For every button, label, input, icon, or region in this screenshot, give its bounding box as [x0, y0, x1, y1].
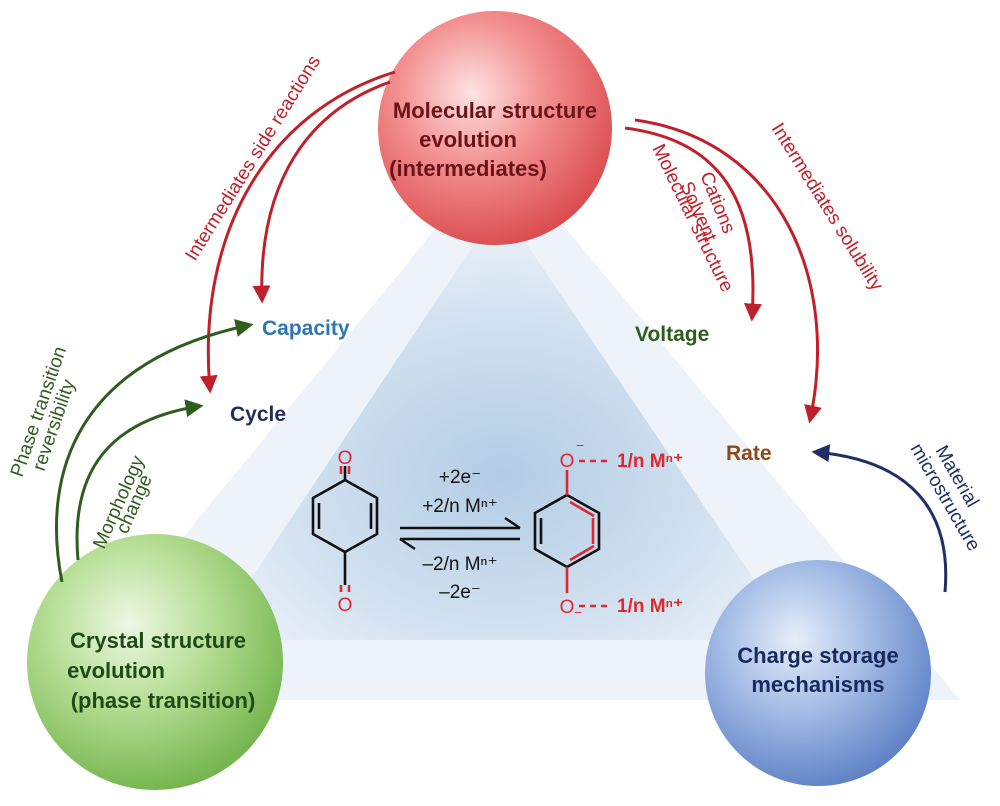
arrow-side-reactions-to-capacity [252, 80, 391, 304]
forward-cations: +2/n Mⁿ⁺ [422, 496, 498, 517]
crystal-label-line-1: Crystal structure [70, 628, 246, 653]
arrow-material-to-rate [811, 444, 948, 593]
ion-top: 1/n Mⁿ⁺ [617, 451, 683, 472]
charge-storage-node [705, 560, 931, 786]
crystal-structure-node [27, 534, 283, 790]
ion-bottom: 1/n Mⁿ⁺ [617, 596, 683, 617]
reverse-electrons: –2e⁻ [439, 582, 481, 603]
molecular-structure-node [378, 11, 612, 245]
side-reactions-label: Intermediates side reactions [181, 52, 325, 265]
arrow-side-reactions-to-cycle [199, 70, 396, 394]
reduced-ring [533, 470, 601, 593]
reduced-charge-bottom: − [574, 604, 582, 620]
voltage-label: Voltage [635, 323, 709, 346]
arrow-solubility-to-rate [634, 118, 822, 424]
cycle-label: Cycle [230, 403, 286, 426]
benzoquinone-oxygen-top: O [338, 448, 353, 469]
reduced-oxygen-top: O [560, 451, 575, 472]
charge-label-line-1: Charge storage [737, 643, 898, 668]
reverse-cations: –2/n Mⁿ⁺ [422, 554, 497, 575]
forward-electrons: +2e⁻ [439, 467, 481, 488]
solubility-label: Intermediates solubility [767, 120, 887, 295]
reduced-oxygen-bottom: O [560, 597, 575, 618]
arrow-phase-to-capacity [55, 319, 254, 583]
arrow-morphology-to-cycle [75, 399, 204, 561]
molecular-label-line-1: Molecular structure [393, 98, 597, 123]
molecular-label-line-2: evolution [419, 127, 517, 152]
arrow-molecular-to-voltage [624, 126, 762, 322]
equilibrium-arrows [399, 517, 521, 550]
reduced-charge-top: − [576, 437, 584, 453]
capacity-label: Capacity [262, 317, 350, 340]
rate-label: Rate [726, 442, 772, 465]
inner-triangle [210, 205, 795, 640]
benzoquinone-oxygen-bottom: O [338, 595, 353, 616]
crystal-label-line-3: (phase transition) [71, 688, 256, 713]
benzoquinone-structure [311, 466, 379, 585]
crystal-label-line-2: evolution [67, 658, 165, 683]
charge-label-line-2: mechanisms [751, 672, 884, 697]
molecular-label-line-3: (intermediates) [389, 156, 547, 181]
benzoquinone-carbonyls [339, 466, 351, 592]
